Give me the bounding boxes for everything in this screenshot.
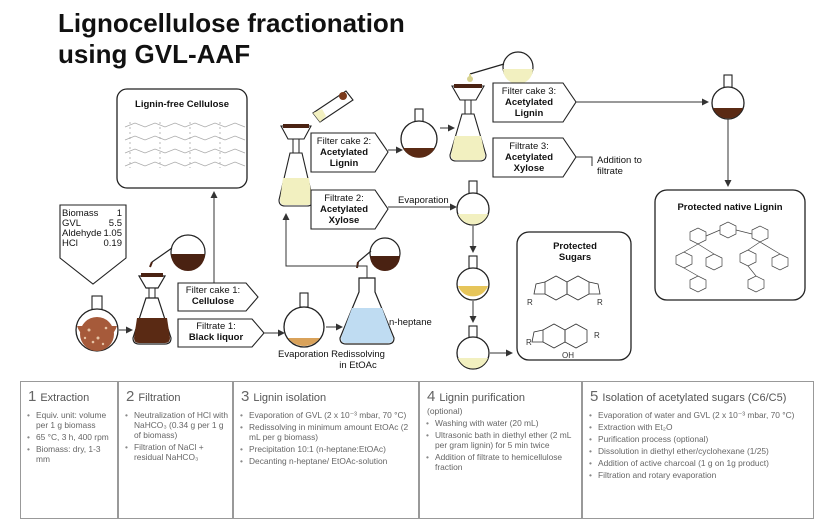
step-2-list: Neutralization of HCl with NaHCO₃ (0.34 … — [123, 410, 232, 464]
sugar-oh-label: OH — [562, 351, 574, 360]
step-4-subtitle: (optional) — [427, 406, 463, 416]
step-1-item: 65 °C, 3 h, 400 rpm — [27, 432, 116, 442]
step-3-item: Redissolving in minimum amount EtOAc (2 … — [240, 422, 417, 442]
filtrate-1-label: Filtrate 1:Black liquor — [188, 321, 244, 343]
protected-sugars-box — [516, 231, 632, 361]
filter-cake-2-box — [310, 132, 389, 173]
sugar-r-label-4: R — [526, 338, 532, 347]
n-heptane-label: n-heptane — [389, 317, 432, 328]
step-2-item: Neutralization of HCl with NaHCO₃ (0.34 … — [125, 410, 232, 440]
sugar-r-label-3: R — [594, 331, 600, 340]
sugar-flask-2-icon — [456, 255, 490, 301]
step-3-item: Decanting n-heptane/ EtOAc-solution — [240, 456, 417, 466]
step-5-item: Addition of active charcoal (1 g on 1g p… — [589, 458, 810, 468]
step-1-item: Biomass: dry, 1-3 mm — [27, 444, 116, 464]
step-4-item: Ultrasonic bath in diethyl ether (2 mL p… — [426, 430, 580, 450]
step-4-item: Addition of filtrate to hemicellulose fr… — [426, 452, 580, 472]
filtrate-2-box — [310, 189, 389, 230]
sugar-structures-icon — [531, 275, 601, 349]
lignin-flask-icon — [400, 108, 438, 158]
sugar-r-label-1: R — [597, 298, 603, 307]
evaporation-flask-icon — [283, 292, 325, 348]
step-5-item: Evaporation of water and GVL (2 x 10⁻³ m… — [589, 410, 810, 420]
protected-native-lignin-label: Protected native Lignin — [677, 202, 783, 213]
filtration-1-setup-icon — [132, 234, 206, 345]
filtrate-1-box — [177, 318, 265, 348]
step-1-item: Equiv. unit: volume per 1 g biomass — [27, 410, 116, 430]
sugar-flask-3-icon — [456, 325, 490, 370]
precipitation-setup-icon — [339, 237, 401, 345]
step-5-item: Purification process (optional) — [589, 434, 810, 444]
sugar-flask-1-icon — [456, 180, 490, 226]
feed-table-box — [59, 204, 127, 285]
lignin-free-cellulose-label: Lignin-free Cellulose — [135, 99, 229, 110]
protected-lignin-flask-icon — [711, 74, 745, 120]
sugar-r-label-2: R — [527, 298, 533, 307]
step-4-item: Washing with water (20 mL) — [426, 418, 580, 428]
step-3-list: Evaporation of GVL (2 x 10⁻³ mbar, 70 °C… — [238, 410, 417, 468]
cellulose-chains-icon — [124, 122, 246, 168]
filter-cake-1-box — [177, 282, 259, 312]
filter-cake-3-box — [492, 82, 577, 123]
evaporation-1-label: Evaporation — [278, 349, 329, 360]
step-3-item: Precipitation 10:1 (n-heptane:EtOAc) — [240, 444, 417, 454]
lignin-structure-icon — [675, 221, 789, 293]
step-1-list: Equiv. unit: volume per 1 g biomass 65 °… — [25, 410, 116, 466]
step-2-item: Filtration of NaCl + residual NaHCO₃ — [125, 442, 232, 462]
step-5-list: Evaporation of water and GVL (2 x 10⁻³ m… — [587, 410, 810, 482]
title-line-2: using GVL-AAF — [58, 39, 251, 69]
filtrate-3-box — [492, 137, 577, 178]
step-5-item: Extraction with Et₂O — [589, 422, 810, 432]
filtration-3-setup-icon — [449, 51, 534, 162]
step-4-list: Washing with water (20 mL) Ultrasonic ba… — [424, 418, 580, 474]
step-5-item: Dissolution in diethyl ether/cyclohexane… — [589, 446, 810, 456]
step-5-item: Filtration and rotary evaporation — [589, 470, 810, 480]
filter-cake-1-label: Filter cake 1:Cellulose — [185, 285, 241, 307]
page-title: Lignocellulose fractionation using GVL-A… — [58, 8, 405, 70]
evaporation-2-label: Evaporation — [398, 195, 449, 206]
filtration-2-setup-icon — [278, 90, 354, 207]
step-3-item: Evaporation of GVL (2 x 10⁻³ mbar, 70 °C… — [240, 410, 417, 420]
biomass-flask-icon — [75, 295, 119, 352]
title-line-1: Lignocellulose fractionation — [58, 8, 405, 38]
